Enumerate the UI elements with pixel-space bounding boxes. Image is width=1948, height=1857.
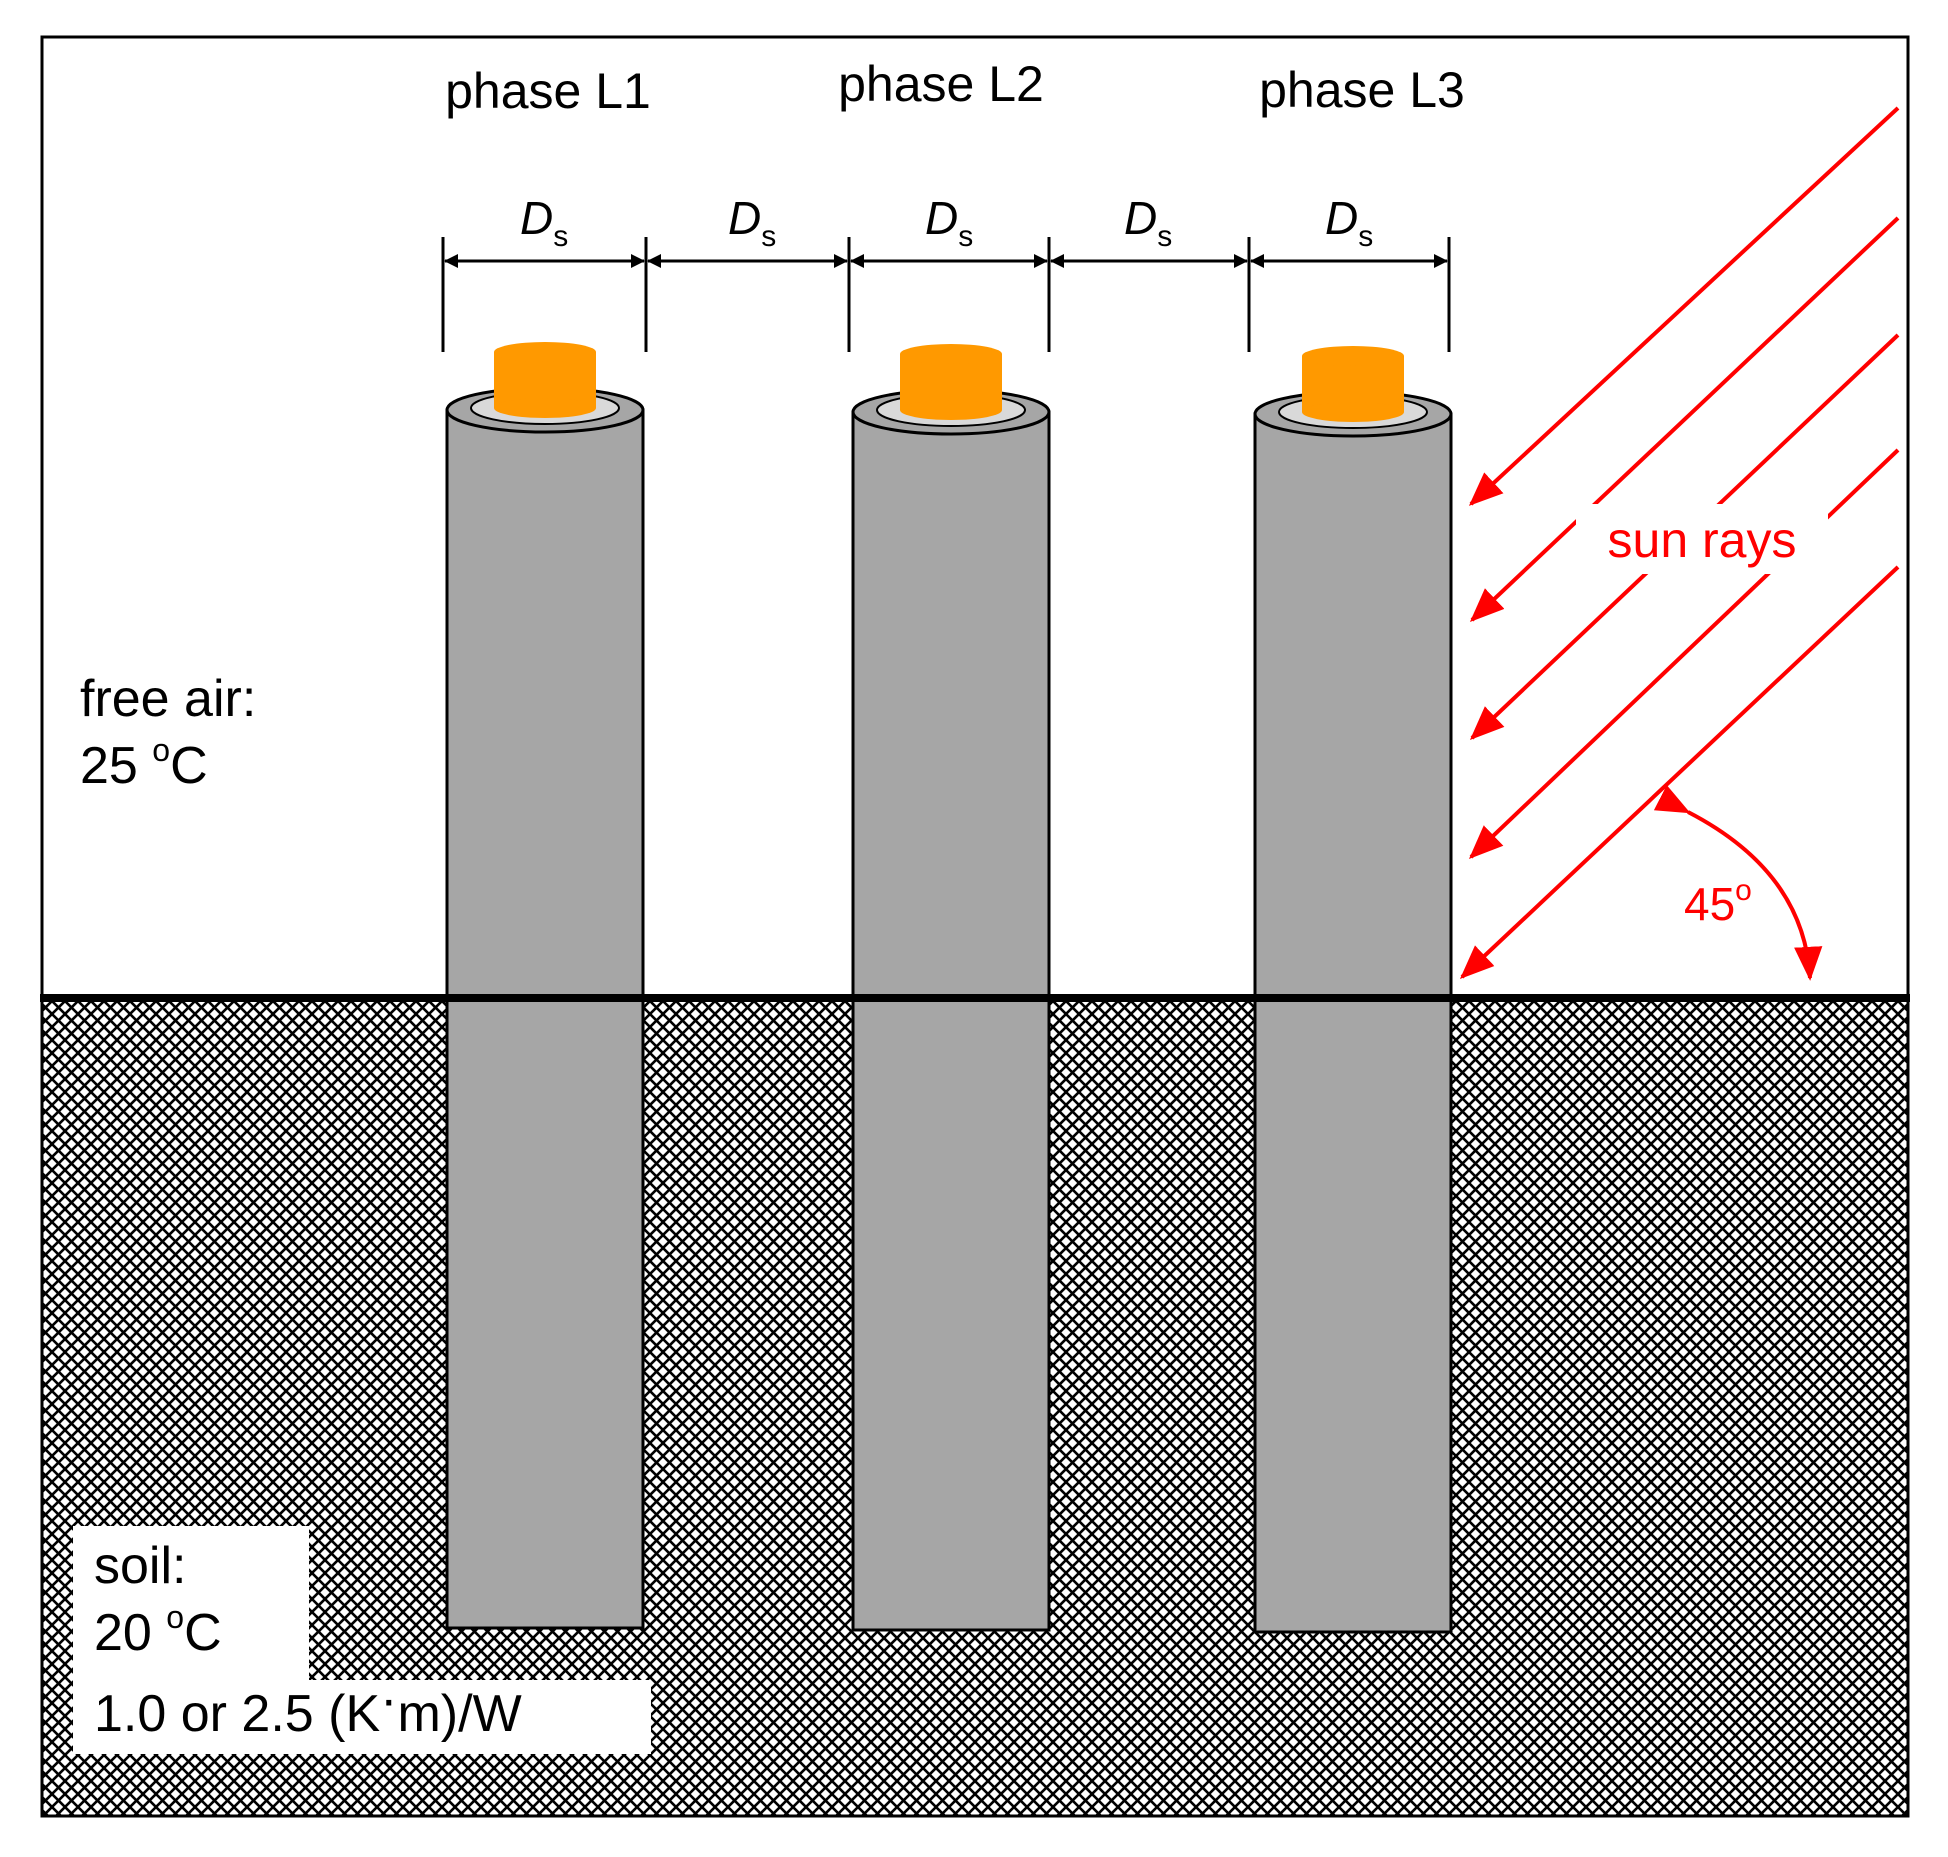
phase-label-l1: phase L1 — [445, 63, 651, 119]
cable-phase-l3 — [1253, 346, 1453, 1634]
cable-phase-l1 — [445, 342, 645, 1630]
soil-temperature: 20 oC — [94, 1599, 222, 1662]
diagram-frame — [40, 35, 1910, 1818]
soil-label-box-wide — [73, 1680, 651, 1754]
soil-thermal-resistivity: 1.0 or 2.5 (K·m)/W — [94, 1671, 522, 1743]
spacing-label-2: Ds — [728, 192, 776, 253]
spacing-label-4: Ds — [1124, 192, 1172, 253]
dimension-ticks — [441, 237, 1451, 352]
spacing-label-5: Ds — [1325, 192, 1373, 253]
soil-label: soil: — [94, 1537, 186, 1595]
sun-ray-1 — [1468, 106, 1900, 506]
sun-rays-label-bg — [1576, 504, 1828, 574]
sun-angle-arc — [1653, 785, 1823, 981]
free-air-label: free air: — [80, 670, 256, 728]
spacing-label-3: Ds — [925, 192, 973, 253]
cable-phase-l2 — [851, 344, 1051, 1632]
sun-ray-5 — [1459, 565, 1900, 979]
sun-angle-label: 45o — [1684, 874, 1752, 930]
phase-label-l2: phase L2 — [838, 56, 1044, 112]
soil-label-box — [73, 1526, 309, 1680]
sun-ray-2 — [1469, 216, 1900, 622]
phase-label-l3: phase L3 — [1259, 62, 1465, 118]
free-air-temperature: 25 oC — [80, 732, 208, 795]
spacing-label-1: Ds — [520, 192, 568, 253]
sun-rays-label: sun rays — [1608, 512, 1797, 568]
